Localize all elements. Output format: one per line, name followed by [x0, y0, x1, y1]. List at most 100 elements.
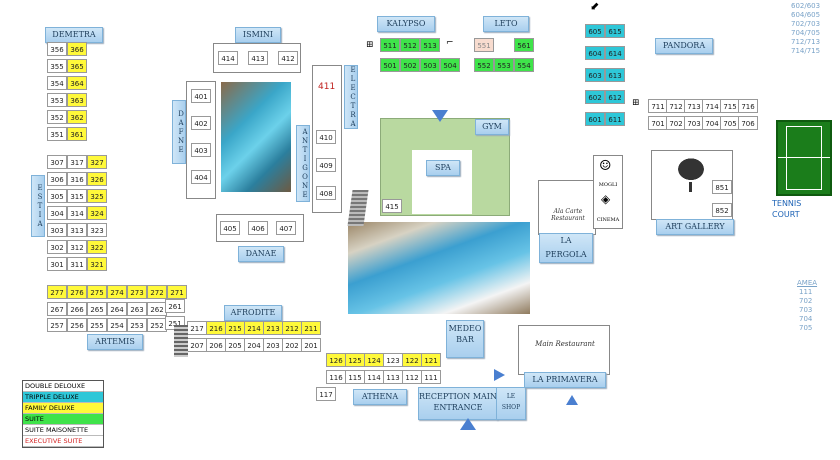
kids-club-icon: ☺: [599, 158, 612, 174]
legend-item: EXECUTIVE SUITE: [23, 436, 103, 447]
label-main-restaurant: Main Restaurant: [535, 340, 595, 348]
room-cell: 301: [47, 257, 67, 271]
label-le-shop: LE SHOP: [496, 387, 526, 420]
room-cell: 705: [720, 116, 740, 130]
label-leto: LETO: [483, 16, 529, 32]
legend-item: SUITE: [23, 414, 103, 425]
label-antigone: ANTIGONE: [296, 125, 310, 202]
room-cell: 271: [167, 285, 187, 299]
room-cell: 126: [326, 353, 346, 367]
room-cell: 412: [278, 51, 298, 65]
lift-icon: ⊞: [366, 40, 374, 50]
room-cell: 207: [187, 338, 207, 352]
room-cell: 410: [316, 130, 336, 144]
room-cell: 267: [47, 302, 67, 316]
label-art-gallery: ART GALLERY: [656, 219, 734, 235]
down-arrow-icon: [432, 110, 448, 122]
room-cell: 275: [87, 285, 107, 299]
room-cell: 511: [380, 38, 400, 52]
room-cell: 715: [720, 99, 740, 113]
room-cell: 257: [47, 318, 67, 332]
room-cell: 366: [67, 42, 87, 56]
room-cell: 253: [127, 318, 147, 332]
side-list-item: 702/703: [791, 20, 821, 28]
tree-icon: [671, 158, 711, 186]
room-cell: 413: [248, 51, 268, 65]
room-cell: 402: [191, 116, 211, 130]
room-cell: 317: [67, 155, 87, 169]
label-ala-carte: Ala Carte Restaurant: [551, 208, 585, 222]
room-cell: 355: [47, 59, 67, 73]
side-list-item: 703: [799, 306, 813, 314]
legend-item: FAMILY DELUXE: [23, 403, 103, 414]
room-cell: 501: [380, 58, 400, 72]
side-list-item: 702: [799, 297, 813, 305]
room-cell: 365: [67, 59, 87, 73]
side-list-item: 705: [799, 324, 813, 332]
label-electra: ELECTRA: [344, 65, 358, 129]
room-cell: 272: [147, 285, 167, 299]
side-list-item: 704: [799, 315, 813, 323]
room-cell: 273: [127, 285, 147, 299]
kids-cinema-box: [593, 155, 623, 229]
cinema-icon: ◈: [601, 192, 611, 206]
room-cell: 305: [47, 189, 67, 203]
room-cell: 612: [605, 90, 625, 104]
room-cell: 601: [585, 112, 605, 126]
room-cell: 615: [605, 24, 625, 38]
room-cell: 215: [225, 321, 245, 335]
label-tennis-court: TENNIS COURT: [772, 199, 802, 219]
room-cell: 313: [67, 223, 87, 237]
room-cell: 211: [301, 321, 321, 335]
room-cell: 203: [263, 338, 283, 352]
label-spa: SPA: [426, 160, 460, 176]
room-cell: 115: [345, 370, 365, 384]
side-list-item: 712/713: [791, 38, 821, 46]
room-cell: 401: [191, 89, 211, 103]
room-cell: 409: [316, 158, 336, 172]
staircase-photo: [347, 190, 369, 226]
room-cell: 265: [87, 302, 107, 316]
room-cell: 414: [218, 51, 238, 65]
room-cell: 323: [87, 223, 107, 237]
room-cell: 205: [225, 338, 245, 352]
room-cell: 122: [402, 353, 422, 367]
room-852: 852: [712, 203, 732, 217]
room-cell: 513: [420, 38, 440, 52]
room-cell: 114: [364, 370, 384, 384]
label-athena: ATHENA: [353, 389, 407, 405]
label-demetra: DEMETRA: [45, 27, 103, 43]
room-cell: 206: [206, 338, 226, 352]
room-cell: 613: [605, 68, 625, 82]
room-cell: 703: [684, 116, 704, 130]
lift-icon: ⊞: [632, 98, 640, 108]
room-cell: 327: [87, 155, 107, 169]
room-cell: 263: [127, 302, 147, 316]
room-cell: 324: [87, 206, 107, 220]
right-arrow-icon: [494, 369, 505, 381]
room-cell: 551: [474, 38, 494, 52]
room-cell: 611: [605, 112, 625, 126]
room-cell: 321: [87, 257, 107, 271]
room-cell: 116: [326, 370, 346, 384]
room-cell: 204: [244, 338, 264, 352]
room-cell: 361: [67, 127, 87, 141]
pool-photo-2: [348, 222, 530, 314]
room-cell: 553: [494, 58, 514, 72]
room-cell: 362: [67, 110, 87, 124]
room-cell: 504: [440, 58, 460, 72]
up-arrow-icon: [566, 395, 578, 405]
room-cell: 561: [514, 38, 534, 52]
room-cell: 202: [282, 338, 302, 352]
label-kalypso: KALYPSO: [377, 16, 435, 32]
room-cell: 212: [282, 321, 302, 335]
room-117: 117: [316, 387, 336, 401]
room-cell: 404: [191, 170, 211, 184]
room-cell: 276: [67, 285, 87, 299]
tennis-court: [776, 120, 832, 196]
room-cell: 121: [421, 353, 441, 367]
room-cell: 306: [47, 172, 67, 186]
room-cell: 403: [191, 143, 211, 157]
room-cell: 264: [107, 302, 127, 316]
